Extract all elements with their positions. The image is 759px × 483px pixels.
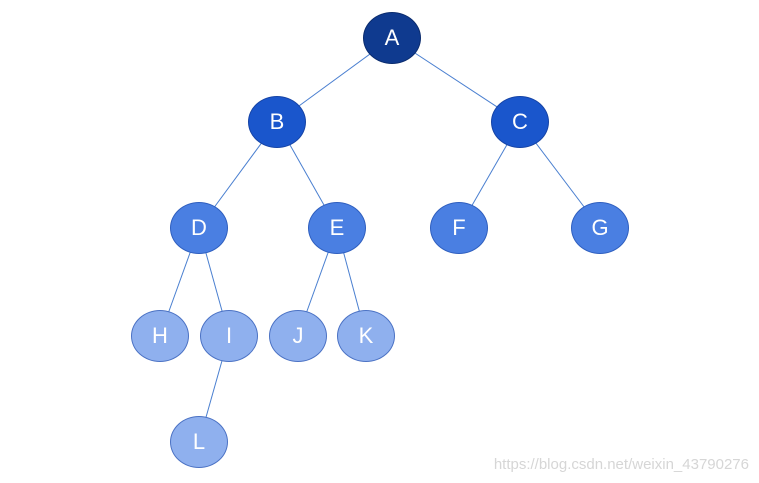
tree-node-l: L	[170, 416, 228, 468]
tree-node-d: D	[170, 202, 228, 254]
tree-node-c: C	[491, 96, 549, 148]
tree-node-j: J	[269, 310, 327, 362]
tree-node-h: H	[131, 310, 189, 362]
tree-node-g: G	[571, 202, 629, 254]
tree-node-i: I	[200, 310, 258, 362]
watermark-text: https://blog.csdn.net/weixin_43790276	[493, 456, 749, 473]
tree-node-a: A	[363, 12, 421, 64]
tree-node-k: K	[337, 310, 395, 362]
tree-node-e: E	[308, 202, 366, 254]
tree-node-f: F	[430, 202, 488, 254]
tree-node-b: B	[248, 96, 306, 148]
